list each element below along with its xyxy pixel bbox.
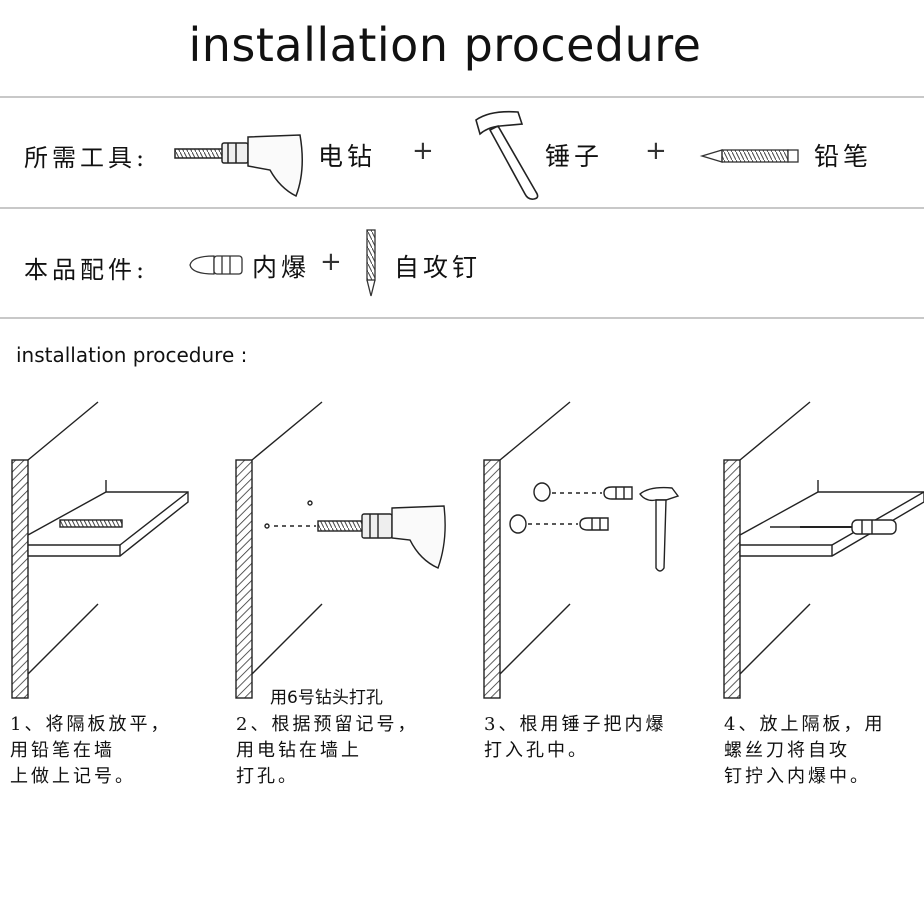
step-1-illustration <box>11 401 189 699</box>
procedure-heading: installation procedure : <box>16 343 248 367</box>
screw-icon <box>366 229 376 297</box>
step-3-caption: 3、根用锤子把内爆 打入孔中。 <box>484 712 666 764</box>
step-1-caption: 1、将隔板放平， 用铅笔在墙 上做上记号。 <box>10 712 171 790</box>
step-4-illustration <box>723 401 924 699</box>
drill-bit-note: 用6号钻头打孔 <box>270 688 383 708</box>
step-line: 上做上记号。 <box>10 766 136 787</box>
divider <box>0 317 924 319</box>
step-line: 用铅笔在墙 <box>10 740 115 761</box>
tool-name-hammer: 锤子 <box>545 142 604 171</box>
step-line: 用电钻在墙上 <box>236 740 362 761</box>
part-name-screw: 自攻钉 <box>394 253 482 282</box>
step-4-caption: 4、放上隔板，用 螺丝刀将自攻 钉拧入内爆中。 <box>724 712 885 790</box>
step-line: 螺丝刀将自攻 <box>724 740 850 761</box>
page-title: installation procedure <box>188 18 702 72</box>
step-line: 4、放上隔板，用 <box>724 714 886 735</box>
step-line: 2、根据预留记号， <box>236 714 419 735</box>
drill-icon <box>174 134 303 198</box>
plus-sign: + <box>412 136 434 166</box>
step-2-illustration <box>235 401 446 699</box>
divider <box>0 207 924 209</box>
tool-name-pencil: 铅笔 <box>814 142 873 171</box>
step-3-illustration <box>483 401 680 699</box>
plus-sign: + <box>645 136 667 166</box>
parts-label: 本品配件: <box>24 256 149 284</box>
step-line: 打孔。 <box>236 766 299 787</box>
plus-sign: + <box>320 247 342 277</box>
pencil-icon <box>699 149 799 163</box>
step-line: 3、根用锤子把内爆 <box>484 714 667 735</box>
divider <box>0 96 924 98</box>
hammer-icon <box>475 110 539 200</box>
tool-name-drill: 电钻 <box>318 142 377 171</box>
tools-label: 所需工具: <box>24 144 149 172</box>
wall-plug-icon <box>189 255 243 275</box>
step-line: 1、将隔板放平， <box>10 714 172 735</box>
step-line: 打入孔中。 <box>484 740 589 761</box>
step-2-caption: 2、根据预留记号， 用电钻在墙上 打孔。 <box>236 712 418 790</box>
part-name-wall-plug: 内爆 <box>252 253 311 282</box>
step-line: 钉拧入内爆中。 <box>724 766 871 787</box>
